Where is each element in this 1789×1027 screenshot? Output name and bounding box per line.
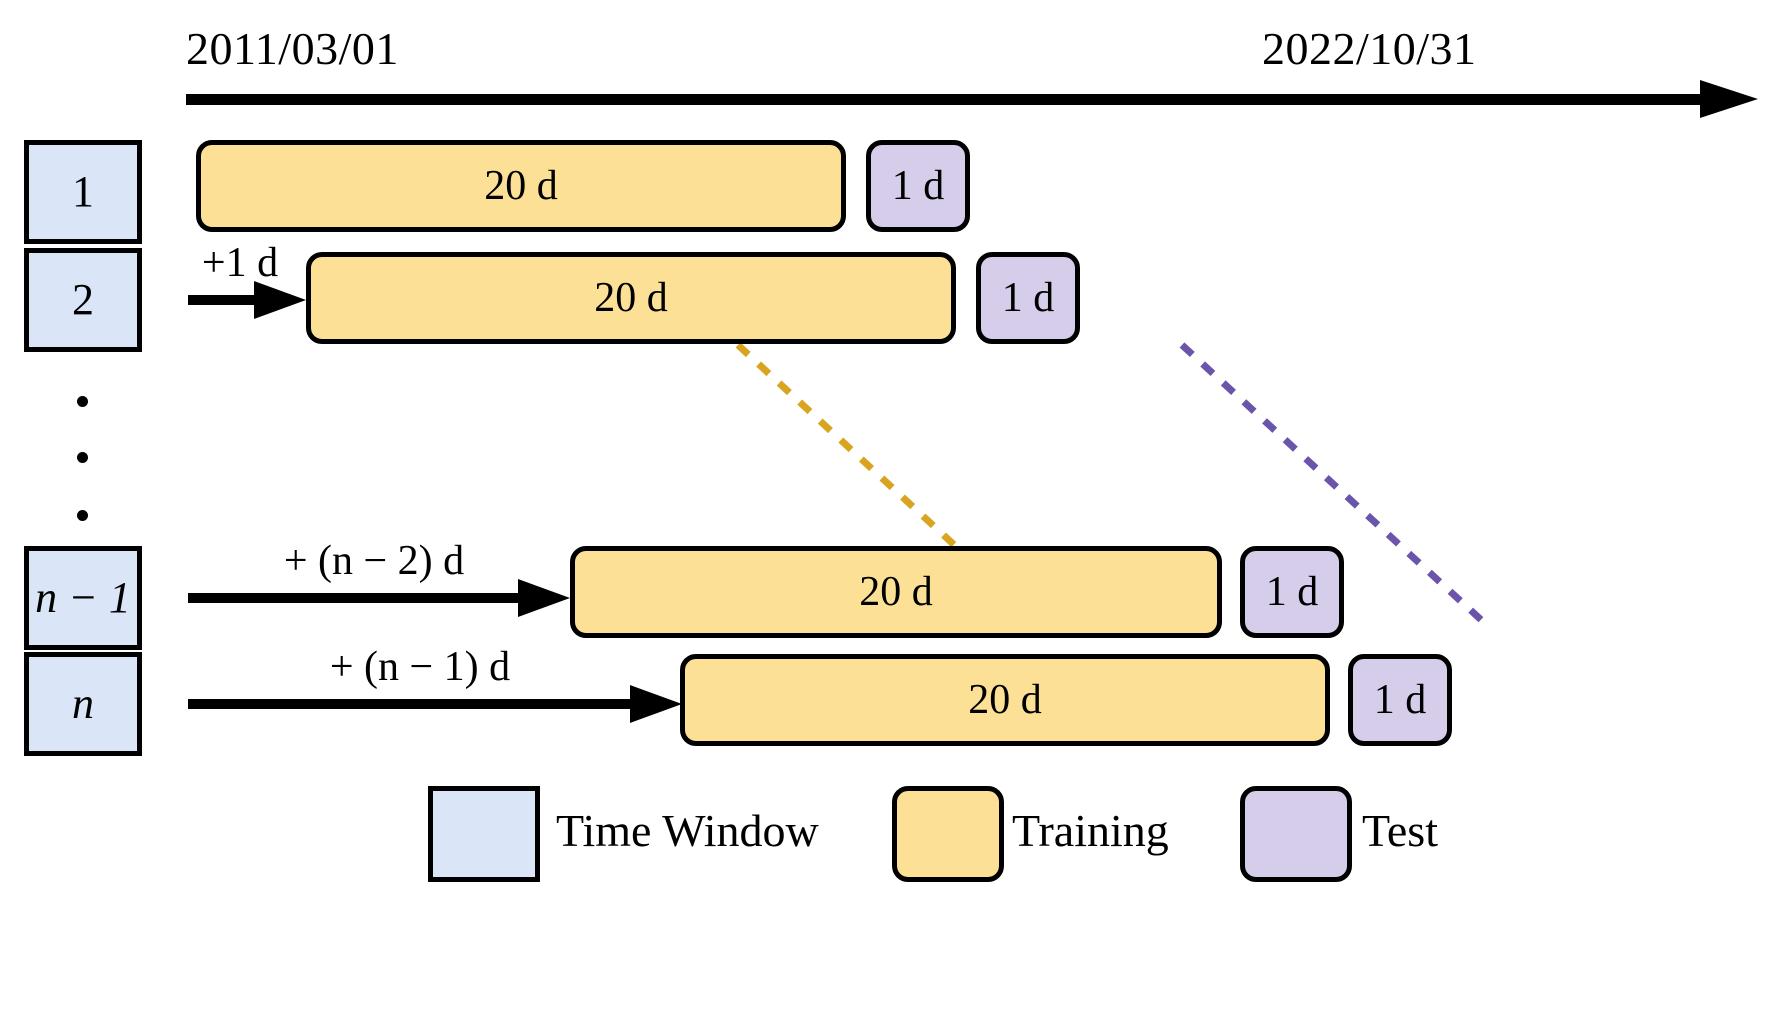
timeline-start-label: 2011/03/01: [186, 23, 399, 74]
ellipsis-dot: [77, 396, 88, 407]
window-index-label: n − 1: [35, 573, 131, 622]
legend-label-time-window: Time Window: [556, 805, 819, 856]
legend-swatch-test: [1240, 786, 1352, 882]
test-box-n[interactable]: 1 d: [1348, 654, 1452, 746]
window-index-box-1[interactable]: 1: [24, 140, 142, 244]
test-box-label: 1 d: [1001, 275, 1055, 321]
timeline-end-label: 2022/10/31: [1262, 23, 1477, 74]
timeline-axis: [186, 94, 1721, 105]
legend-swatch-time-window: [428, 786, 540, 882]
ellipsis-dot: [77, 510, 88, 521]
test-box-1[interactable]: 1 d: [866, 140, 970, 232]
window-index-box-n[interactable]: n: [24, 652, 142, 756]
training-bar-label: 20 d: [594, 275, 668, 321]
training-bar-n[interactable]: 20 d: [680, 654, 1330, 746]
offset-label-2: +1 d: [201, 240, 279, 286]
legend-label-training: Training: [1012, 805, 1169, 856]
test-box-2[interactable]: 1 d: [976, 252, 1080, 344]
timeline-arrowhead-icon: [1700, 80, 1758, 118]
window-index-box-n-minus-1[interactable]: n − 1: [24, 546, 142, 650]
window-index-label: n: [72, 679, 94, 728]
legend-swatch-training: [892, 786, 1004, 882]
legend-label-test: Test: [1362, 805, 1438, 856]
offset-label-n: + (n − 1) d: [329, 644, 511, 690]
ellipsis-dot: [77, 452, 88, 463]
test-box-label: 1 d: [1373, 677, 1427, 723]
test-box-label: 1 d: [1265, 569, 1319, 615]
training-bar-2[interactable]: 20 d: [306, 252, 956, 344]
offset-label-n-minus-1: + (n − 2) d: [283, 538, 465, 584]
training-bar-label: 20 d: [968, 677, 1042, 723]
window-index-box-2[interactable]: 2: [24, 248, 142, 352]
training-bar-1[interactable]: 20 d: [196, 140, 846, 232]
training-bar-n-minus-1[interactable]: 20 d: [570, 546, 1222, 638]
window-index-label: 2: [72, 275, 94, 324]
window-index-label: 1: [72, 167, 94, 216]
test-box-label: 1 d: [891, 163, 945, 209]
training-bar-label: 20 d: [859, 569, 933, 615]
test-box-n-minus-1[interactable]: 1 d: [1240, 546, 1344, 638]
training-bar-label: 20 d: [484, 163, 558, 209]
